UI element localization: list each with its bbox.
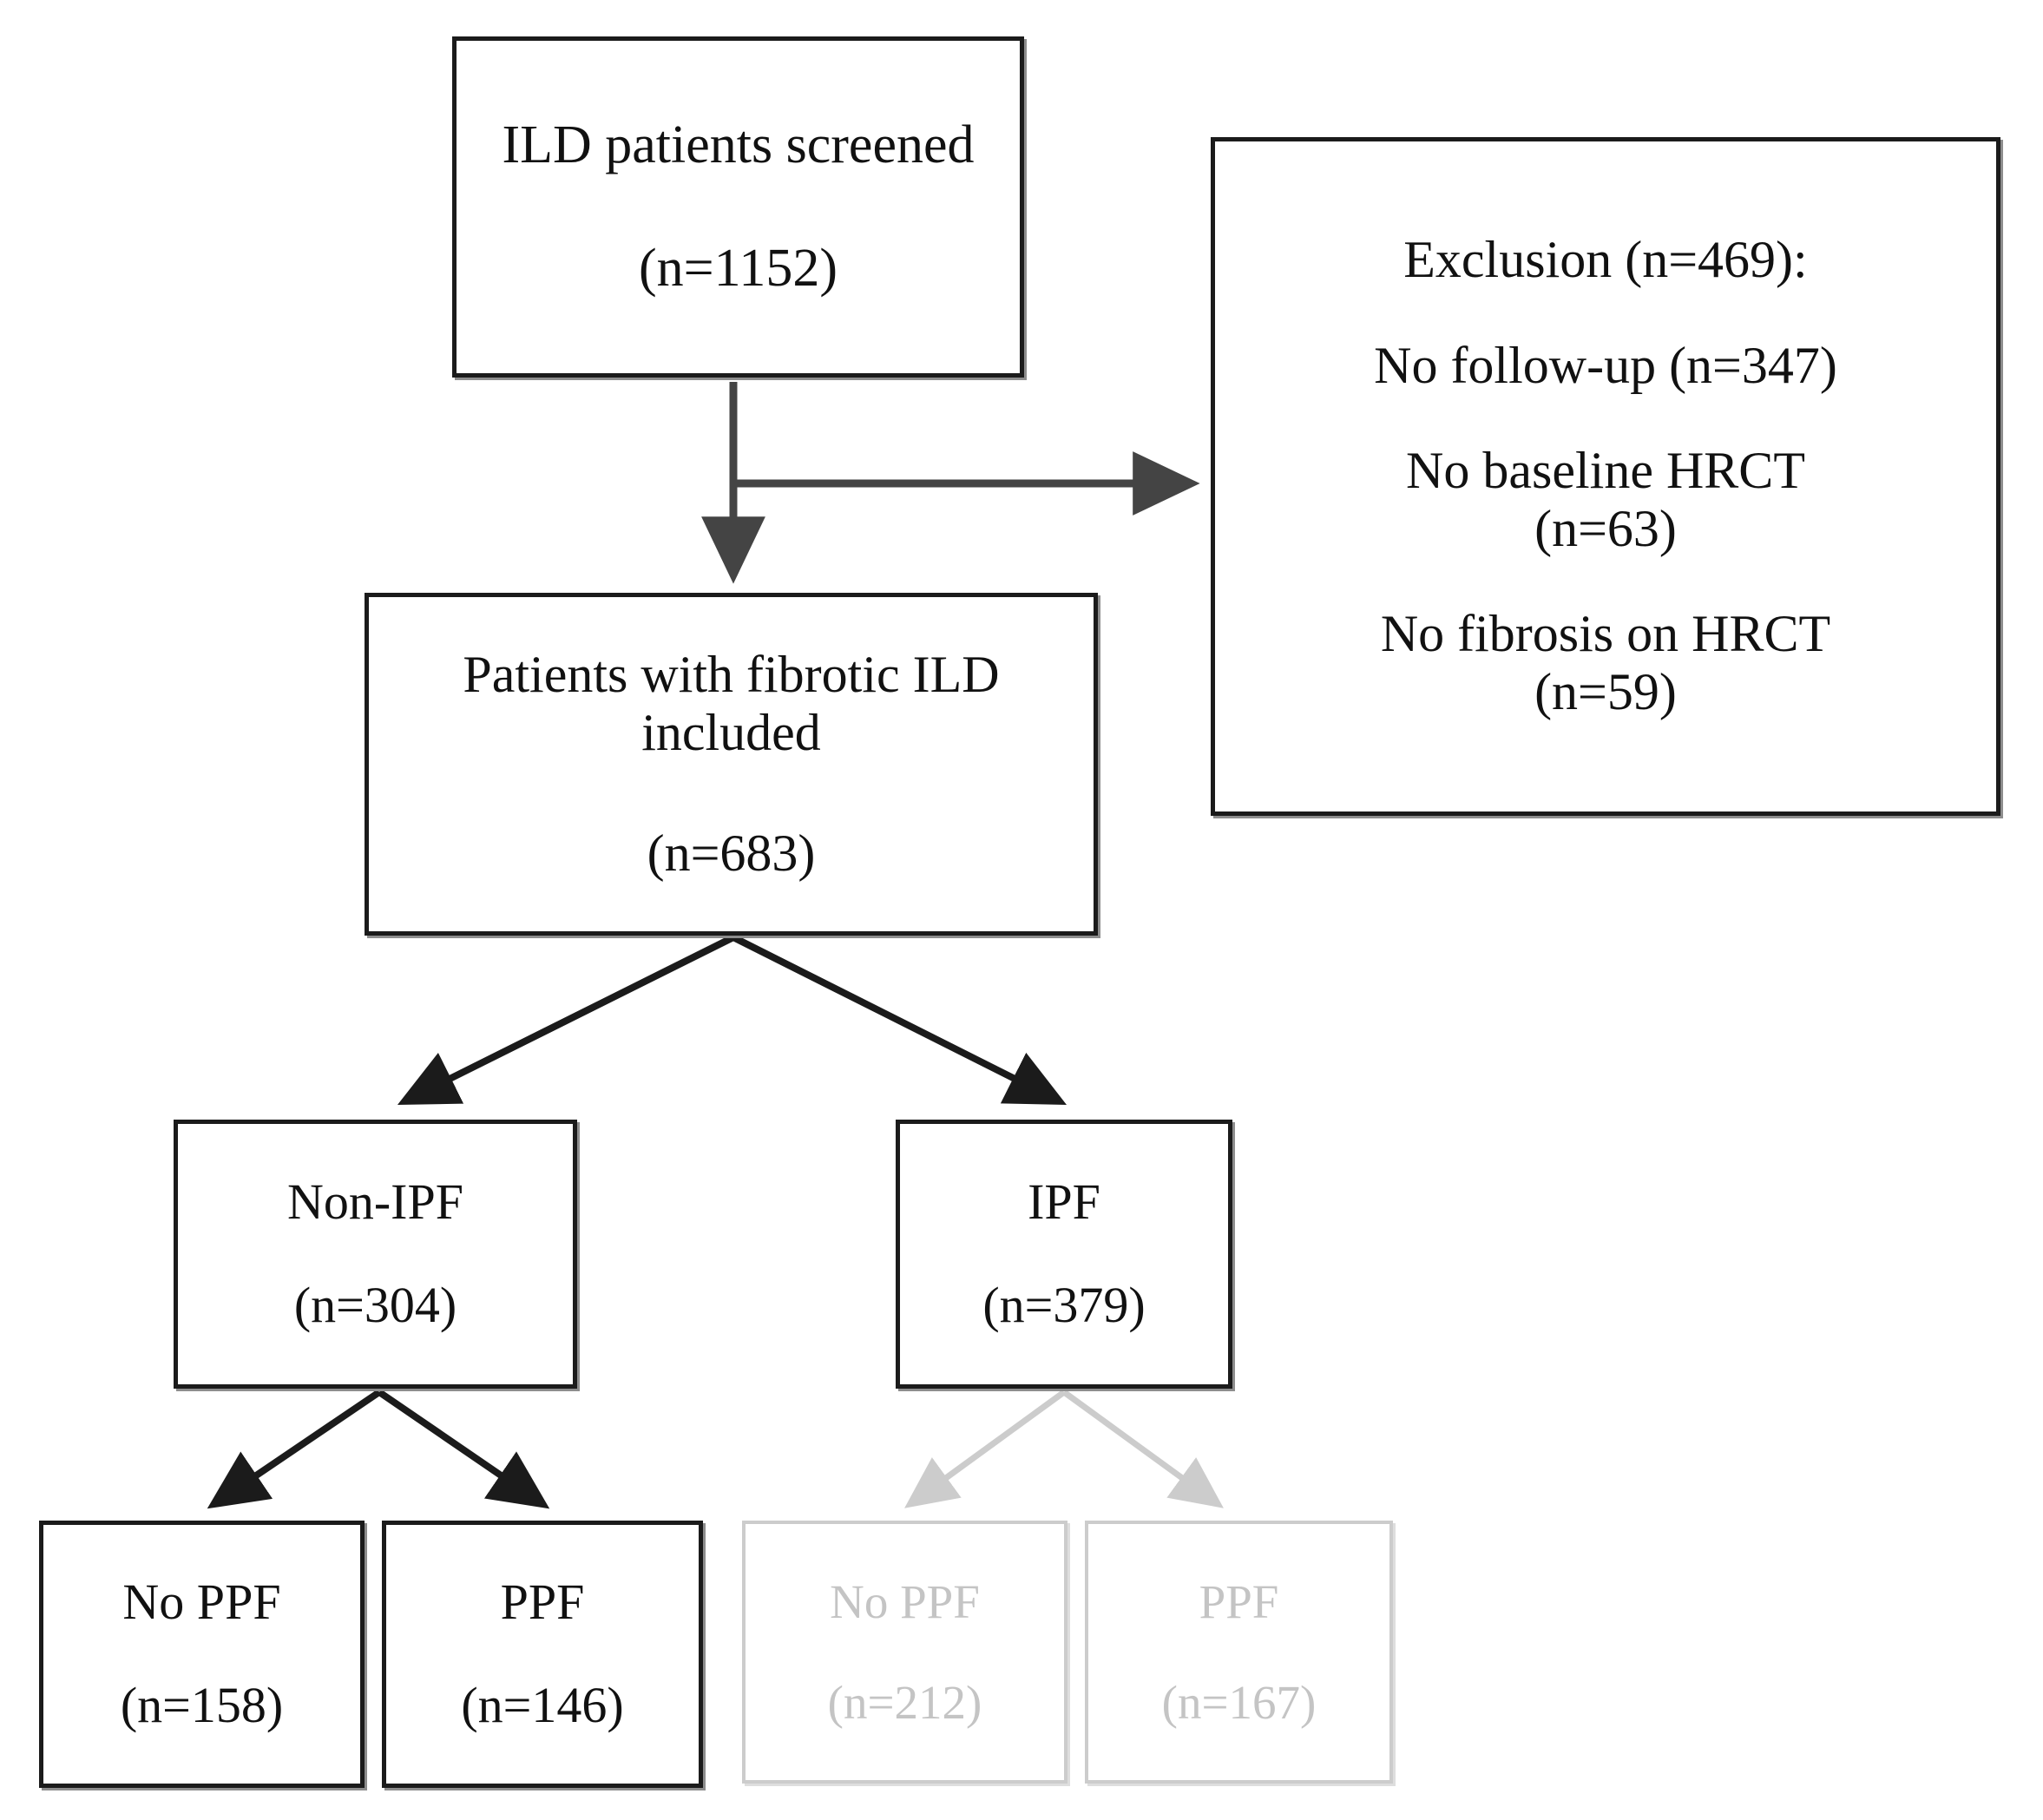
node-non-ipf-no-ppf[interactable]: No PPF (n=158) xyxy=(39,1521,365,1788)
node-non-ipf-count: (n=304) xyxy=(293,1277,457,1333)
node-non-ipf-ppf[interactable]: PPF (n=146) xyxy=(382,1521,703,1788)
node-non-ipf-no-ppf-label: No PPF xyxy=(122,1574,281,1631)
node-ild-patients-screened[interactable]: ILD patients screened (n=1152) xyxy=(452,36,1024,378)
node-non-ipf-ppf-label: PPF xyxy=(500,1574,585,1631)
node-ipf[interactable]: IPF (n=379) xyxy=(896,1120,1232,1389)
node-ipf-ppf-count: (n=167) xyxy=(1161,1675,1317,1729)
node-ipf-no-ppf-count: (n=212) xyxy=(827,1675,982,1729)
edge-included-to-ipf xyxy=(732,934,1067,1106)
exclusion-reason-no-baseline-hrct: No baseline HRCT (n=63) xyxy=(1406,441,1805,557)
node-ipf-no-ppf[interactable]: No PPF (n=212) xyxy=(742,1521,1067,1784)
exclusion-reason-no-follow-up: No follow-up (n=347) xyxy=(1374,336,1837,394)
node-ipf-count: (n=379) xyxy=(982,1277,1146,1333)
node-exclusion[interactable]: Exclusion (n=469): No follow-up (n=347) … xyxy=(1211,137,2000,816)
node-non-ipf-label: Non-IPF xyxy=(286,1173,464,1231)
node-non-ipf-ppf-count: (n=146) xyxy=(461,1677,624,1733)
node-included-count: (n=683) xyxy=(647,825,816,883)
edge-included-to-non-ipf xyxy=(397,934,735,1105)
node-ipf-ppf-label: PPF xyxy=(1199,1574,1279,1628)
node-ipf-ppf[interactable]: PPF (n=167) xyxy=(1085,1521,1393,1784)
node-screened-count: (n=1152) xyxy=(639,238,838,298)
edge-non-ipf-to-no-ppf xyxy=(207,1389,382,1509)
exclusion-header: Exclusion (n=469): xyxy=(1403,231,1808,289)
node-ipf-no-ppf-label: No PPF xyxy=(830,1574,980,1628)
edge-ipf-to-no-ppf xyxy=(904,1390,1067,1508)
node-patients-with-fibrotic-ild-included[interactable]: Patients with fibrotic ILD included (n=6… xyxy=(365,593,1098,936)
node-included-label: Patients with fibrotic ILD included xyxy=(463,645,1000,761)
node-screened-label: ILD patients screened xyxy=(502,115,975,175)
edge-non-ipf-to-ppf xyxy=(377,1389,550,1509)
node-non-ipf-no-ppf-count: (n=158) xyxy=(120,1677,284,1733)
node-non-ipf[interactable]: Non-IPF (n=304) xyxy=(174,1120,577,1389)
edge-ipf-to-ppf xyxy=(1061,1390,1224,1508)
node-ipf-label: IPF xyxy=(1028,1173,1100,1231)
exclusion-reason-no-fibrosis-hrct: No fibrosis on HRCT (n=59) xyxy=(1380,605,1831,721)
